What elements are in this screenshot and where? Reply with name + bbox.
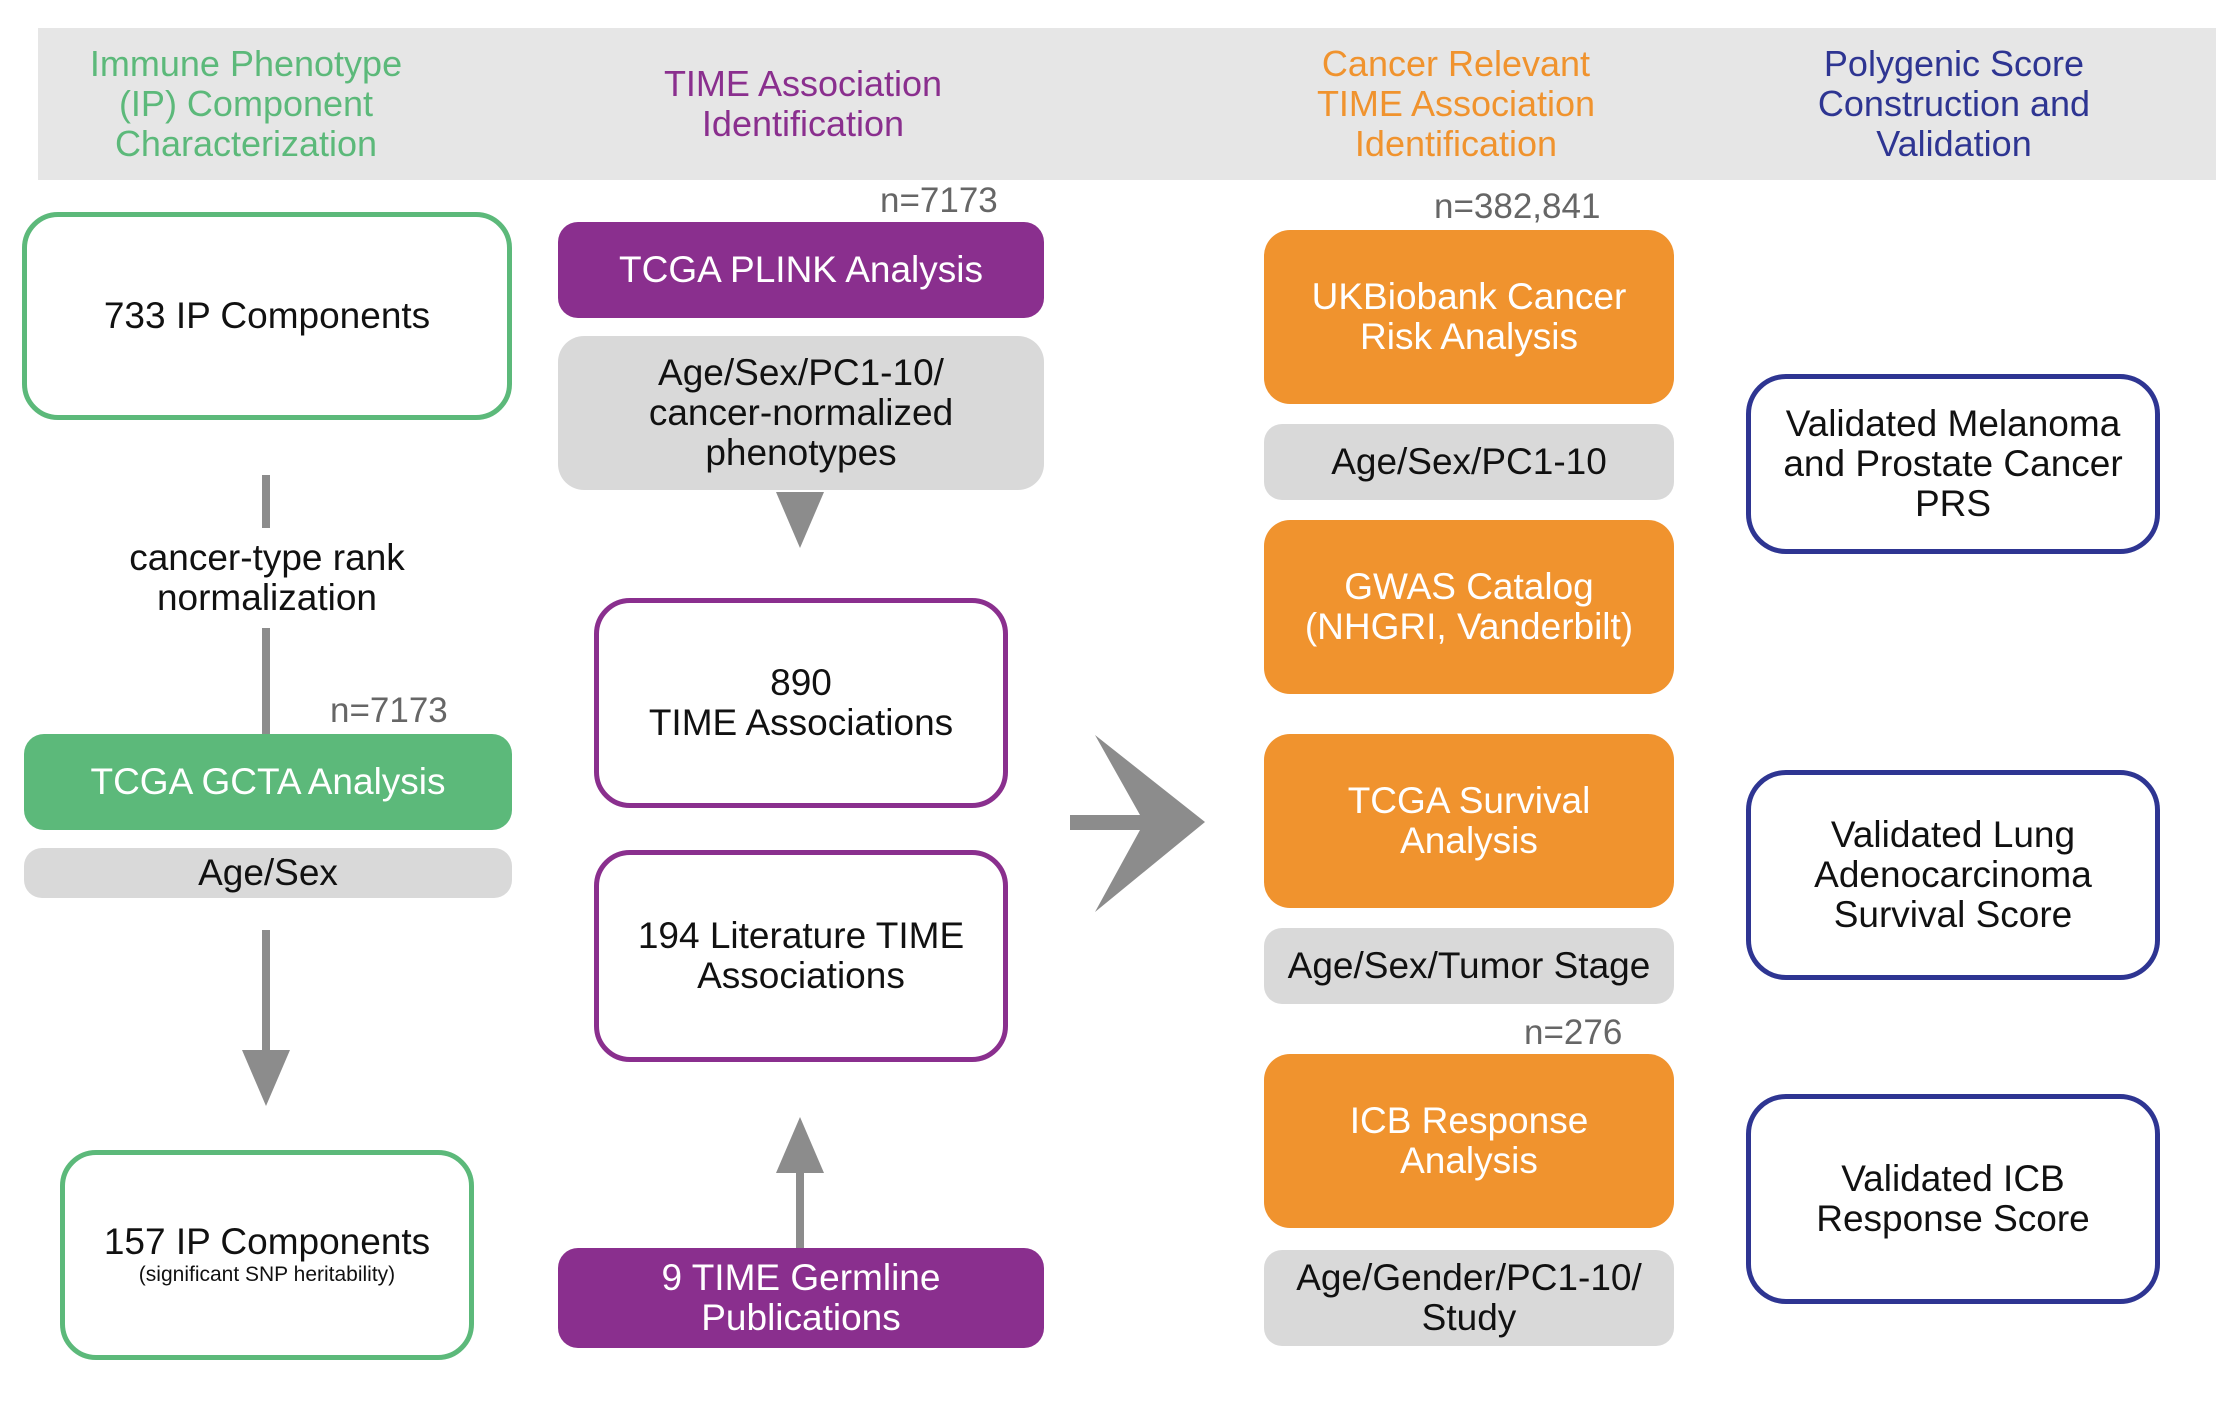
label-n-icb: n=276 [1524, 1013, 1623, 1052]
box-tcga-plink-analysis: TCGA PLINK Analysis [558, 222, 1044, 318]
box-icb-response-analysis: ICB Response Analysis [1264, 1054, 1674, 1228]
header-cancer-relevant: Cancer Relevant TIME Association Identif… [1316, 43, 1596, 164]
label-n-gcta: n=7173 [330, 691, 448, 730]
box-tcga-gcta-analysis: TCGA GCTA Analysis [24, 734, 512, 830]
label-n-ukbiobank: n=382,841 [1434, 187, 1601, 226]
box-plink-covariates: Age/Sex/PC1-10/ cancer-normalized phenot… [558, 336, 1044, 490]
header-polygenic-score: Polygenic Score Construction and Validat… [1817, 43, 2091, 164]
box-germline-publications: 9 TIME Germline Publications [558, 1248, 1044, 1348]
label-157-ip-components: 157 IP Components [103, 1221, 431, 1262]
box-validated-melanoma-prostate-prs: Validated Melanoma and Prostate Cancer P… [1746, 374, 2160, 554]
box-tcga-survival-analysis: TCGA Survival Analysis [1264, 734, 1674, 908]
box-ukbiobank-covariates: Age/Sex/PC1-10 [1264, 424, 1674, 500]
header-band [38, 28, 2216, 180]
box-validated-lung-survival-score: Validated Lung Adenocarcinoma Survival S… [1746, 770, 2160, 980]
chevron-arrow-icon [1070, 735, 1205, 912]
label-rank-normalization: cancer-type rank normalization [22, 528, 512, 628]
box-gwas-catalog: GWAS Catalog (NHGRI, Vanderbilt) [1264, 520, 1674, 694]
box-ukbiobank-analysis: UKBiobank Cancer Risk Analysis [1264, 230, 1674, 404]
box-validated-icb-response-score: Validated ICB Response Score [1746, 1094, 2160, 1304]
label-n-plink: n=7173 [880, 181, 998, 220]
box-gcta-covariates: Age/Sex [24, 848, 512, 898]
box-733-ip-components: 733 IP Components [22, 212, 512, 420]
box-194-literature-associations: 194 Literature TIME Associations [594, 850, 1008, 1062]
header-ip-characterization: Immune Phenotype (IP) Component Characte… [89, 43, 403, 164]
box-icb-covariates: Age/Gender/PC1-10/ Study [1264, 1250, 1674, 1346]
label-733-ip-components: 733 IP Components [103, 295, 431, 336]
box-890-time-associations: 890 TIME Associations [594, 598, 1008, 808]
box-survival-covariates: Age/Sex/Tumor Stage [1264, 928, 1674, 1004]
box-157-ip-components: 157 IP Components (significant SNP herit… [60, 1150, 474, 1360]
label-significant-snp-heritability: (significant SNP heritability) [138, 1263, 396, 1286]
header-time-identification: TIME Association Identification [663, 63, 943, 144]
